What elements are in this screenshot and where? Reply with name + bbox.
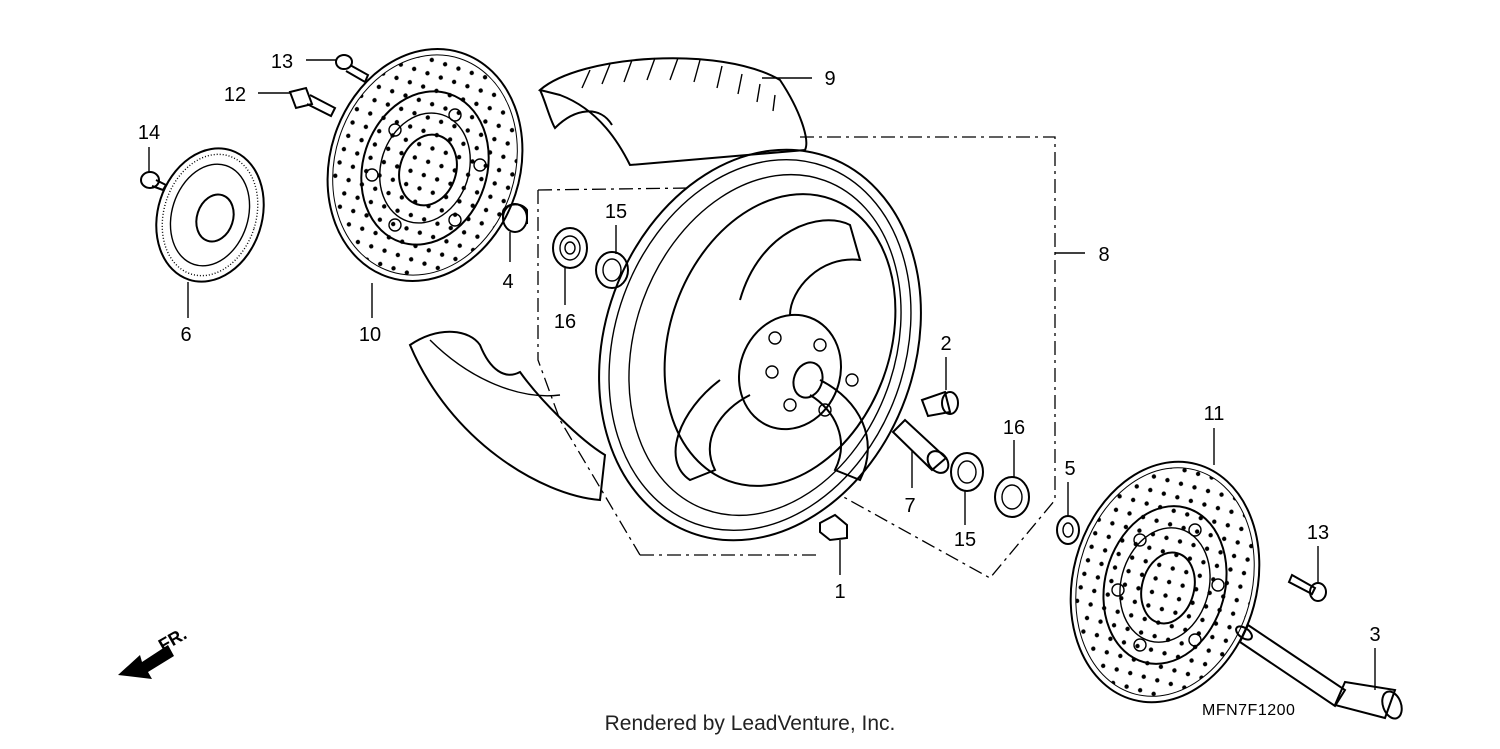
callout-6: 6 — [180, 324, 191, 346]
bolt-12 — [288, 86, 337, 118]
callout-11: 11 — [1204, 403, 1225, 425]
wheel-rim — [598, 148, 922, 542]
bolt-13-top — [335, 54, 370, 84]
collar-5 — [1056, 515, 1080, 545]
callout-9: 9 — [824, 68, 835, 90]
tire — [408, 57, 808, 502]
callout-12: 12 — [224, 84, 246, 106]
bolt-2 — [920, 390, 959, 418]
callout-8: 8 — [1098, 244, 1109, 266]
callout-15-right: 15 — [954, 529, 976, 551]
callouts: 1 2 3 4 5 6 7 8 9 10 11 12 13 13 14 15 1… — [138, 51, 1381, 646]
callout-15-left: 15 — [605, 201, 627, 223]
footer-credit: Rendered by LeadVenture, Inc. — [604, 712, 896, 735]
callout-16-right: 16 — [1003, 417, 1025, 439]
pulser-ring — [155, 147, 265, 283]
callout-5: 5 — [1064, 458, 1075, 480]
diagram-code: MFN7F1200 — [1202, 702, 1296, 719]
callout-4: 4 — [502, 271, 513, 293]
leader-lines — [148, 59, 1376, 690]
callout-10: 10 — [359, 324, 381, 346]
front-direction-arrow: FR. — [118, 624, 190, 679]
bearing-15-left — [595, 251, 629, 289]
callout-3: 3 — [1369, 624, 1380, 646]
callout-16-left: 16 — [554, 311, 576, 333]
bearing-16-left — [552, 227, 588, 269]
callout-1: 1 — [834, 581, 845, 603]
distance-collar-7 — [891, 418, 950, 474]
front-axle — [1235, 623, 1403, 720]
callout-13-top: 13 — [271, 51, 293, 73]
collar-4 — [502, 203, 528, 233]
bearing-15-right — [950, 452, 984, 492]
callout-2: 2 — [940, 333, 951, 355]
bolt-13-right — [1287, 573, 1327, 602]
bolt-14 — [140, 171, 168, 192]
right-brake-disc — [1069, 460, 1261, 704]
callout-7: 7 — [904, 495, 915, 517]
wheel-assembly-boundary — [537, 136, 1085, 579]
callout-14: 14 — [138, 122, 160, 144]
valve-clip-1 — [819, 513, 848, 542]
left-brake-disc — [326, 47, 524, 283]
callout-13-right: 13 — [1307, 522, 1329, 544]
bearing-16-right — [994, 476, 1030, 518]
